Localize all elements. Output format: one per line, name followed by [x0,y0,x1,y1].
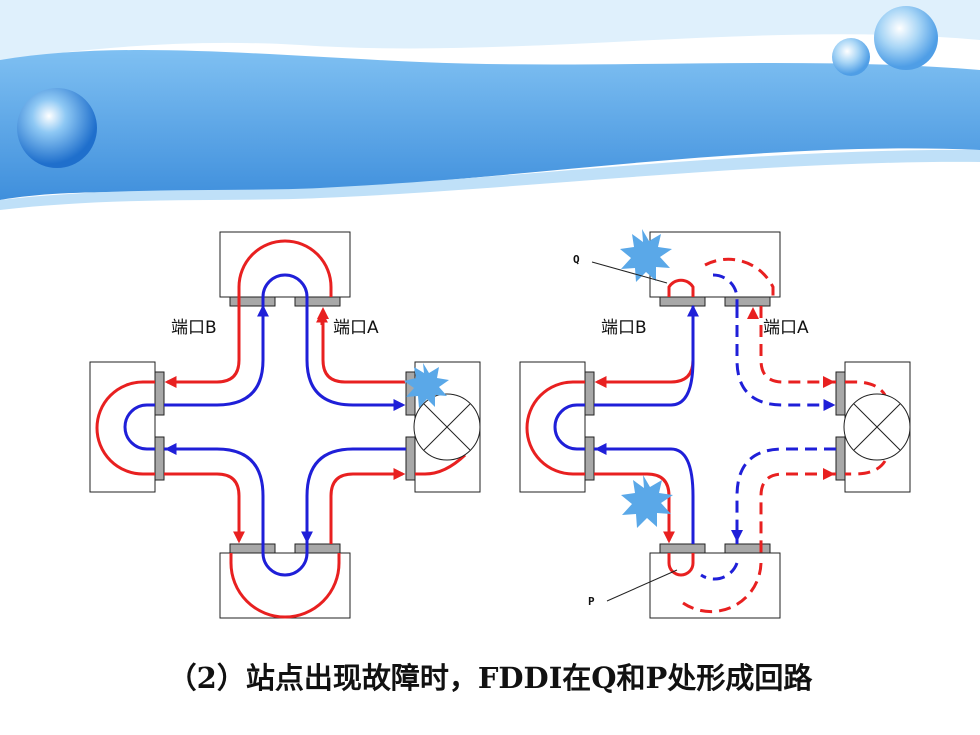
station-bottom [649,552,781,619]
port-b-label: 端口B [601,318,647,338]
port-bottom-b [659,543,706,554]
q-pointer-line [591,261,668,284]
inactive-path-secondary [700,273,836,581]
sphere-decoration-left [17,88,97,168]
fddi-fault-loop-diagram: Q P 端口B 端口A [519,229,911,619]
port-left-a [584,371,595,416]
port-right-b [835,436,846,481]
header-banner [0,0,980,215]
fddi-normal-diagram: 端口B 端口A [89,231,481,619]
port-left-a [154,371,165,416]
port-b-label: 端口B [171,318,217,338]
station-top [219,231,351,298]
port-right-a [835,371,846,416]
bypass-switch-icon [413,393,481,461]
port-top-a [294,296,341,307]
active-loop-secondary [553,304,699,544]
secondary-ring [123,273,406,577]
port-a-label: 端口A [333,318,379,338]
p-pointer-line [606,569,678,602]
point-q-label: Q [573,253,580,266]
port-right-b [405,436,416,481]
fault-star-icon [404,363,449,408]
port-left-b [584,436,595,481]
port-top-a [724,296,771,307]
figure-caption: （2）站点出现故障时，FDDI在Q和P处形成回路 [167,661,813,695]
bypass-switch-icon [843,393,911,461]
port-a-label: 端口A [763,318,809,338]
port-bottom-a [294,543,341,554]
point-p-label: P [588,595,595,608]
port-bottom-a [724,543,771,554]
port-left-b [154,436,165,481]
fault-star-top-icon [620,229,672,282]
port-top-b [229,296,276,307]
port-top-b [659,296,706,307]
primary-ring [95,239,467,619]
sphere-decoration-right-small [832,38,870,76]
inactive-path-primary [682,257,887,614]
station-bottom [219,552,351,619]
port-bottom-b [229,543,276,554]
sphere-decoration-right-large [874,6,938,70]
station-top [649,231,781,298]
fault-star-bottom-icon [621,475,673,528]
